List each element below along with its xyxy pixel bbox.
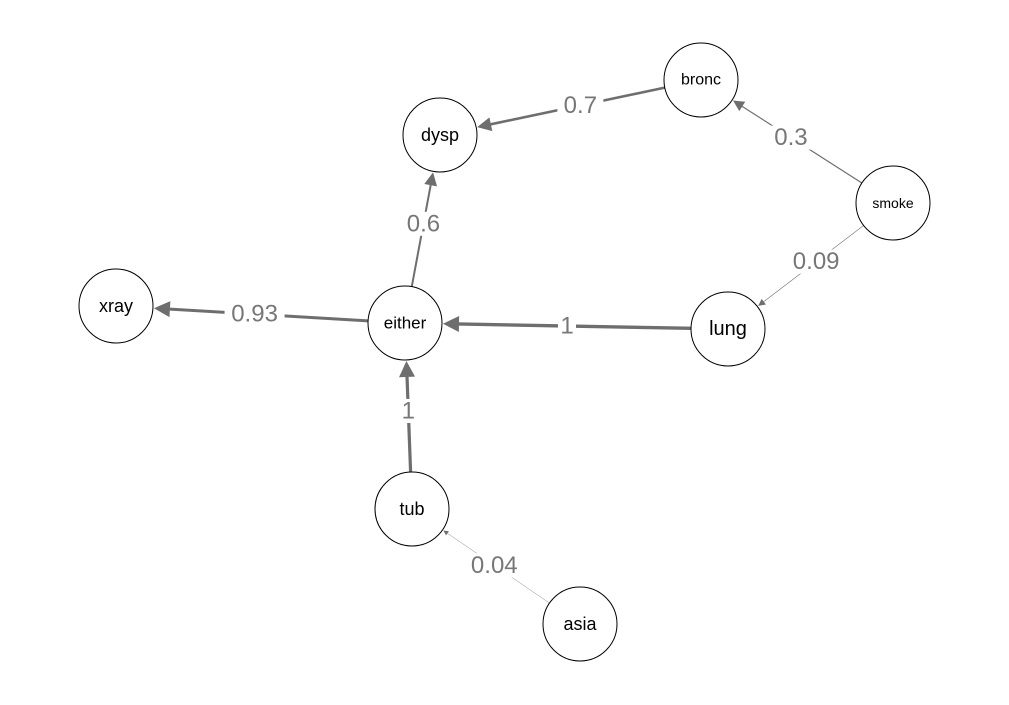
node-label-bronc: bronc	[681, 72, 721, 89]
edge-label-smoke-to-lung: 0.09	[793, 248, 840, 275]
nodes-layer: bronc dysp smoke xray either lung tub asia	[78, 42, 931, 662]
arrowhead-smoke-to-lung	[758, 298, 766, 306]
node-circle	[402, 97, 478, 173]
node-label-asia: asia	[563, 614, 597, 634]
edge-label-tub-to-either: 1	[402, 397, 415, 424]
node-smoke[interactable]: smoke	[855, 165, 931, 241]
edge-tub-to-either	[405, 374, 413, 473]
arrowhead-smoke-to-bronc	[732, 100, 746, 112]
node-dysp[interactable]: dysp	[402, 97, 478, 173]
node-circle	[374, 471, 450, 547]
edge-label-background	[767, 125, 814, 150]
node-lung[interactable]: lung	[690, 291, 766, 367]
node-circle	[690, 291, 766, 367]
arrowhead-either-to-xray	[153, 301, 171, 318]
node-asia[interactable]: asia	[542, 586, 618, 662]
arrowhead-tub-to-either	[399, 360, 416, 378]
node-circle	[78, 268, 154, 344]
edge-label-asia-to-tub: 0.04	[471, 552, 518, 579]
edge-label-background	[399, 398, 418, 423]
edge-label-smoke-to-bronc: 0.3	[774, 124, 807, 151]
edge-label-either-to-dysp: 0.6	[407, 210, 440, 237]
node-circle	[855, 165, 931, 241]
arrowhead-bronc-to-dysp	[477, 117, 493, 132]
node-label-xray: xray	[99, 296, 133, 316]
edge-label-background	[224, 302, 285, 327]
edge-label-background	[557, 93, 604, 118]
node-circle	[663, 42, 739, 118]
edge-label-background	[557, 314, 576, 339]
node-circle	[542, 586, 618, 662]
node-xray[interactable]: xray	[78, 268, 154, 344]
node-label-either: either	[384, 314, 427, 333]
edge-label-background	[786, 249, 847, 274]
node-label-smoke: smoke	[872, 195, 913, 211]
arrowhead-asia-to-tub	[443, 530, 449, 536]
edge-label-lung-to-either: 1	[560, 313, 573, 340]
node-tub[interactable]: tub	[374, 471, 450, 547]
node-label-lung: lung	[709, 318, 747, 340]
edge-label-either-to-xray: 0.93	[231, 301, 278, 328]
arrowhead-either-to-dysp	[424, 172, 438, 187]
arrowhead-lung-to-either	[442, 316, 460, 333]
edge-labels-layer: 0.7 0.3 0.09 0.6 0.93 1 1 0.04	[224, 92, 847, 579]
edge-label-bronc-to-dysp: 0.7	[564, 92, 597, 119]
node-bronc[interactable]: bronc	[663, 42, 739, 118]
node-label-tub: tub	[399, 499, 424, 519]
edge-label-background	[400, 211, 447, 236]
edge-label-background	[464, 553, 525, 578]
node-label-dysp: dysp	[421, 125, 459, 145]
node-circle	[367, 285, 443, 361]
node-either[interactable]: either	[367, 285, 443, 361]
